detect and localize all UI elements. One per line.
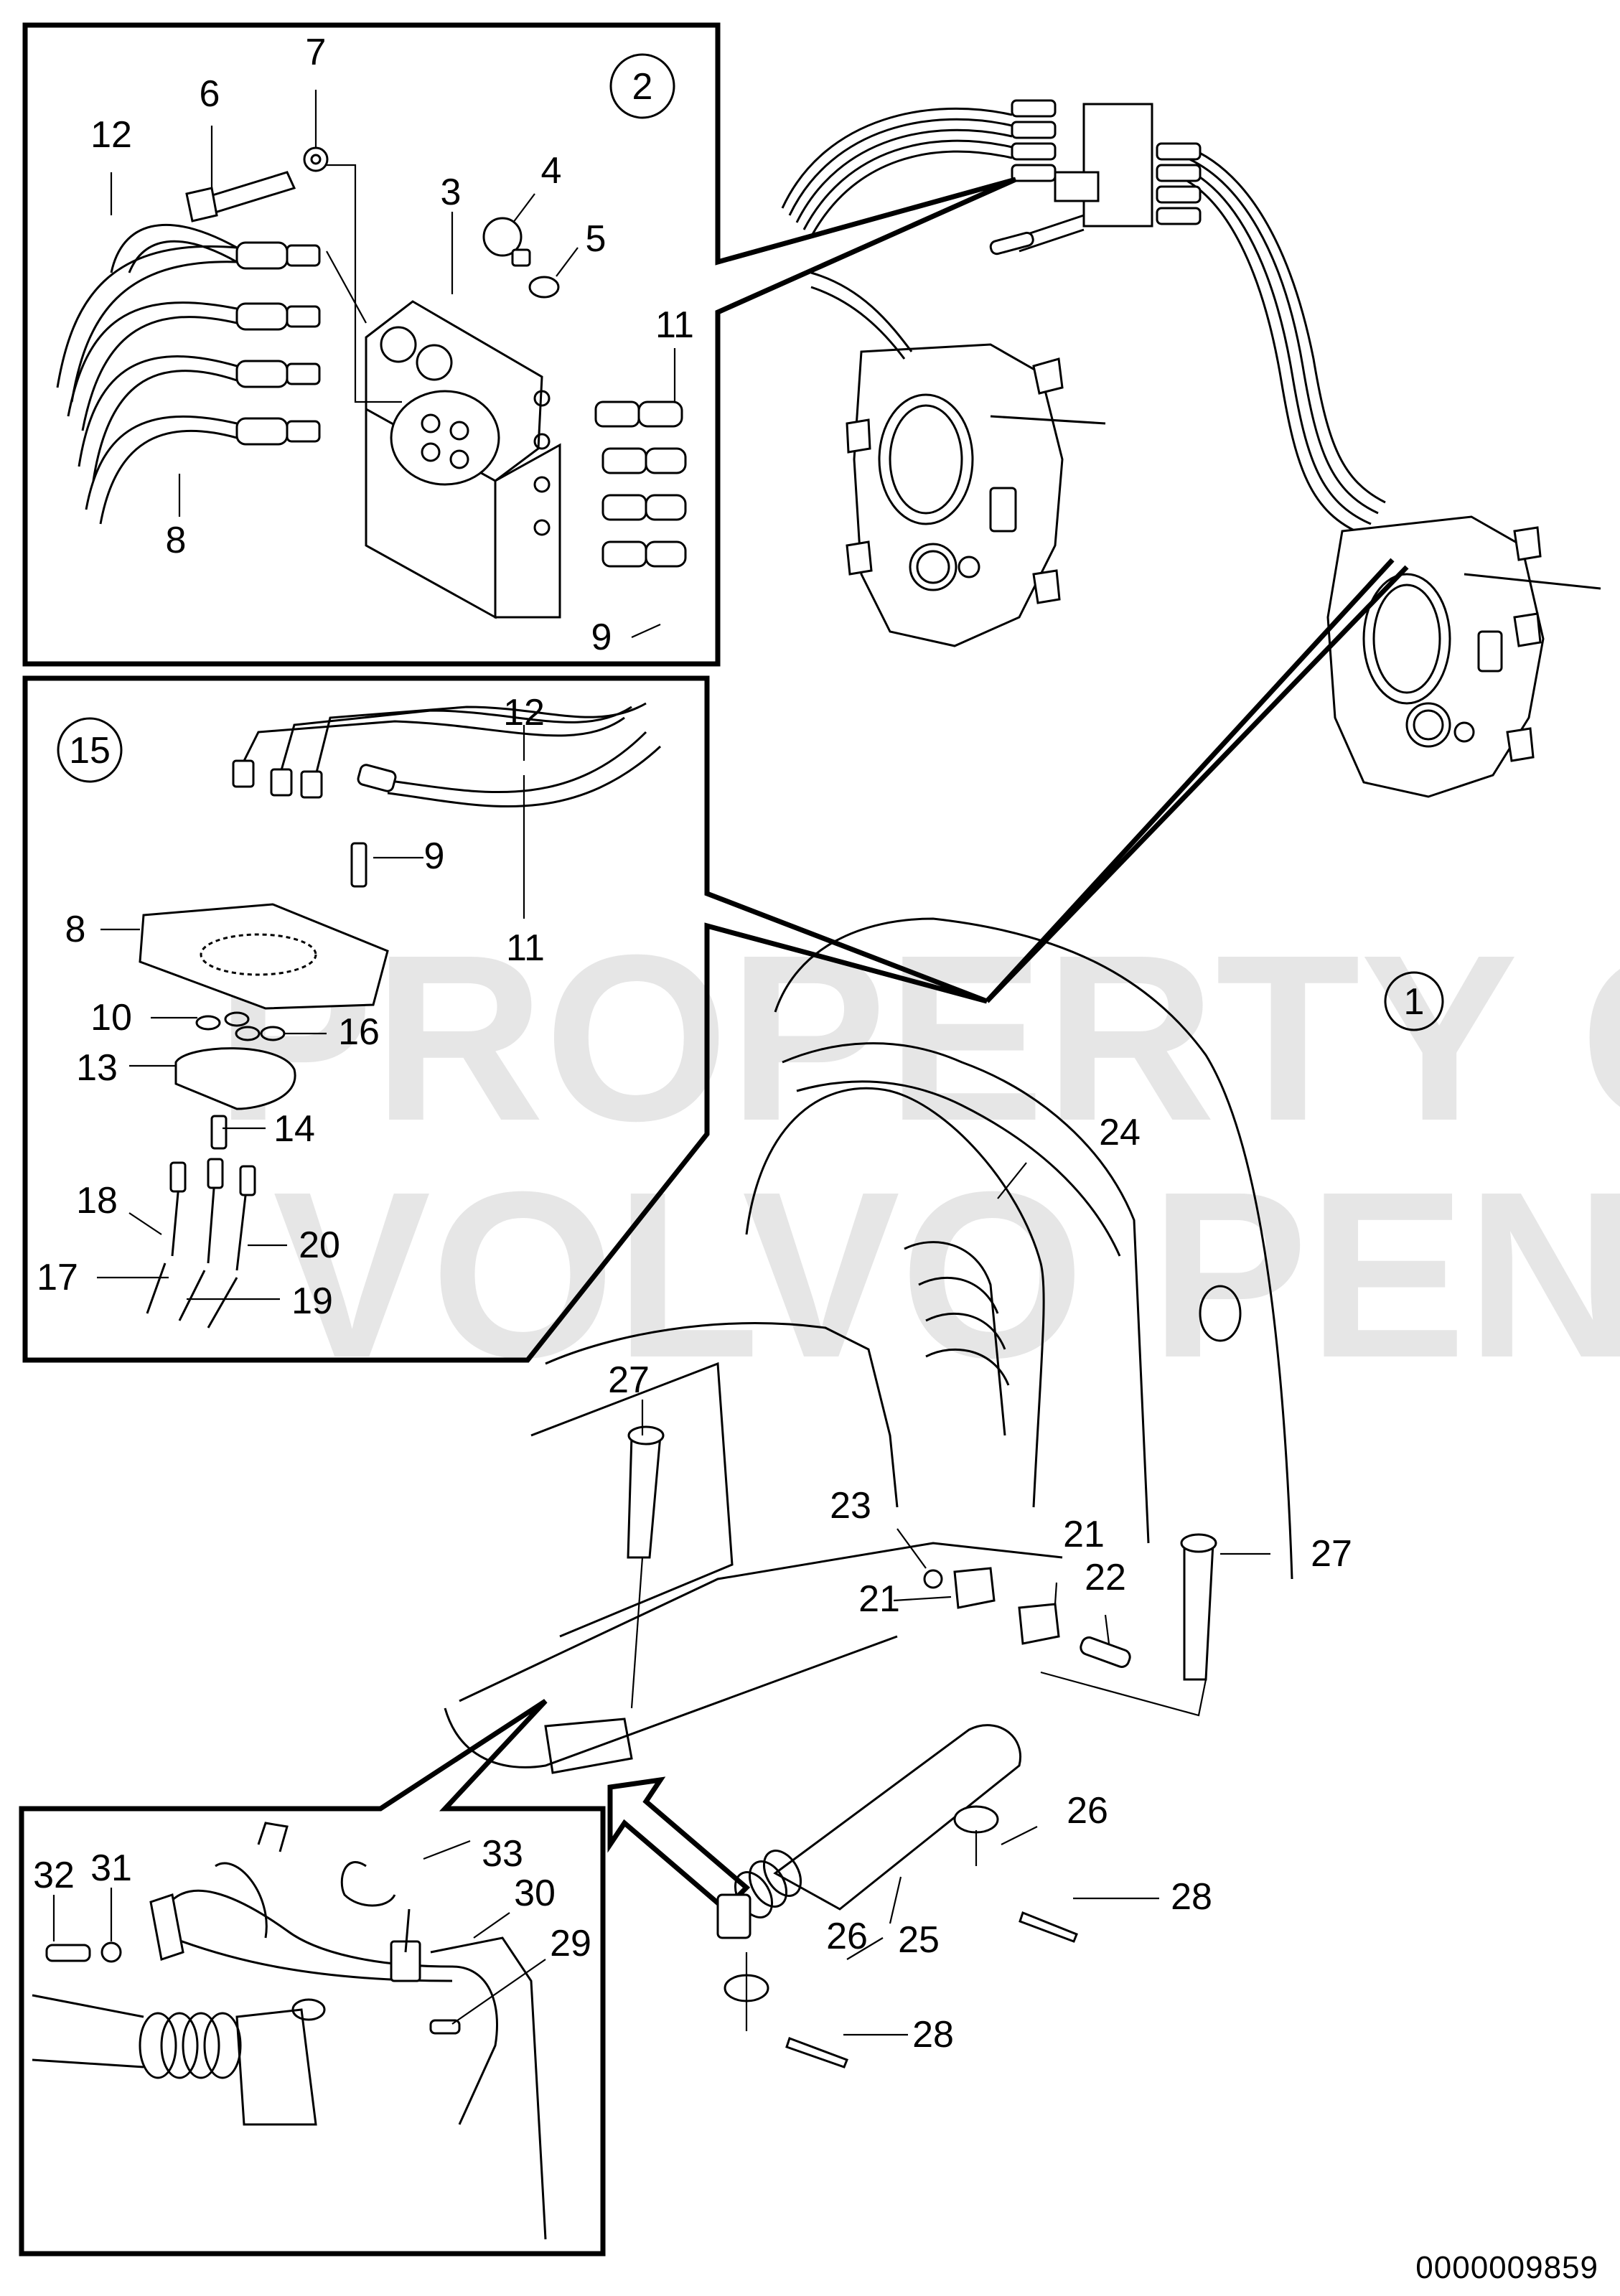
callout-30: 30 [514,1873,556,1914]
callout-28: 28 [1171,1876,1212,1918]
callout-24: 24 [1099,1112,1141,1153]
distribution-block-overview [1082,103,1153,228]
callout-11: 11 [655,304,694,346]
callout-4: 4 [541,150,562,192]
view-direction-arrow [607,1776,751,1913]
clamp-21 [953,1567,996,1609]
callout-16: 16 [338,1011,380,1053]
callout-11: 11 [506,927,545,969]
plug-4 [482,217,523,257]
watermark-line-1: PROPERTY OF [215,905,1620,1170]
callout-9: 9 [591,617,612,658]
callout-8: 8 [65,909,86,950]
callout-12: 12 [90,114,132,156]
cotter-pin-28-lower [785,2037,848,2068]
callout-32: 32 [33,1855,75,1896]
inset-2-distribution-block: 2 [22,22,1017,667]
view-number-2: 2 [632,66,653,108]
washer-26-upper [953,1805,999,1834]
callout-9: 9 [424,835,445,877]
callout-31: 31 [90,1847,132,1889]
watermark: PROPERTY OF VOLVO PENTA [215,905,1620,1407]
callout-21: 21 [858,1578,900,1620]
pin-27-left [627,1434,662,1559]
callout-5: 5 [586,218,607,260]
callout-23: 23 [830,1485,871,1527]
callout-10: 10 [90,997,132,1039]
view-marker-15 [57,717,123,783]
inset-ground-cable: 33 32 31 30 29 [19,1699,606,2257]
screw-32 [45,1944,91,1962]
screw-14 [210,1115,228,1150]
callout-26: 26 [826,1916,868,1957]
callout-29: 29 [550,1923,591,1964]
callout-19: 19 [291,1280,333,1322]
screw-22 [1080,1636,1131,1668]
callout-28: 28 [912,2014,954,2056]
drawing-id: 0000009859 [1415,2250,1598,2285]
view-number-15: 15 [69,730,111,772]
plate-13 [174,1047,296,1110]
bolt-9 [350,842,367,888]
view-marker-1 [1384,971,1444,1031]
callout-20: 20 [299,1224,340,1266]
callout-25: 25 [898,1919,940,1961]
view-number-1: 1 [1404,981,1425,1023]
drive-right [1326,515,1601,798]
watermark-line-2: VOLVO PENTA [273,1142,1620,1407]
callout-21: 21 [1063,1514,1105,1555]
actuator-25 [773,1724,1021,1911]
nut-23 [923,1569,943,1589]
callout-3: 3 [441,172,462,213]
callout-14: 14 [273,1108,315,1150]
callout-8: 8 [166,520,187,561]
o-ring-5 [528,276,560,299]
callout-12: 12 [503,692,545,734]
bushing [716,1893,752,1939]
washer-7 [303,146,329,172]
view-marker-2 [609,53,675,119]
callout-13: 13 [76,1047,118,1089]
callout-22: 22 [1085,1557,1126,1598]
callout-6: 6 [200,73,220,115]
callout-26: 26 [1067,1790,1108,1832]
callout-18: 18 [76,1180,118,1222]
overview-drives [781,99,1601,798]
block-8 [139,903,389,1010]
drive-left [810,271,1106,647]
callout-7: 7 [306,32,327,73]
inset-15-hose-block: 15 [22,675,988,1363]
pin-27-right [1183,1542,1214,1681]
cotter-pin-28-upper [1019,1911,1078,1943]
callout-27: 27 [1311,1533,1352,1575]
washer-31 [100,1941,122,1963]
callout-17: 17 [37,1257,78,1298]
main-assembly: 24 27 23 21 21 22 27 26 25 26 28 28 [444,558,1409,2068]
callout-33: 33 [482,1833,523,1875]
callout-27: 27 [608,1359,650,1401]
